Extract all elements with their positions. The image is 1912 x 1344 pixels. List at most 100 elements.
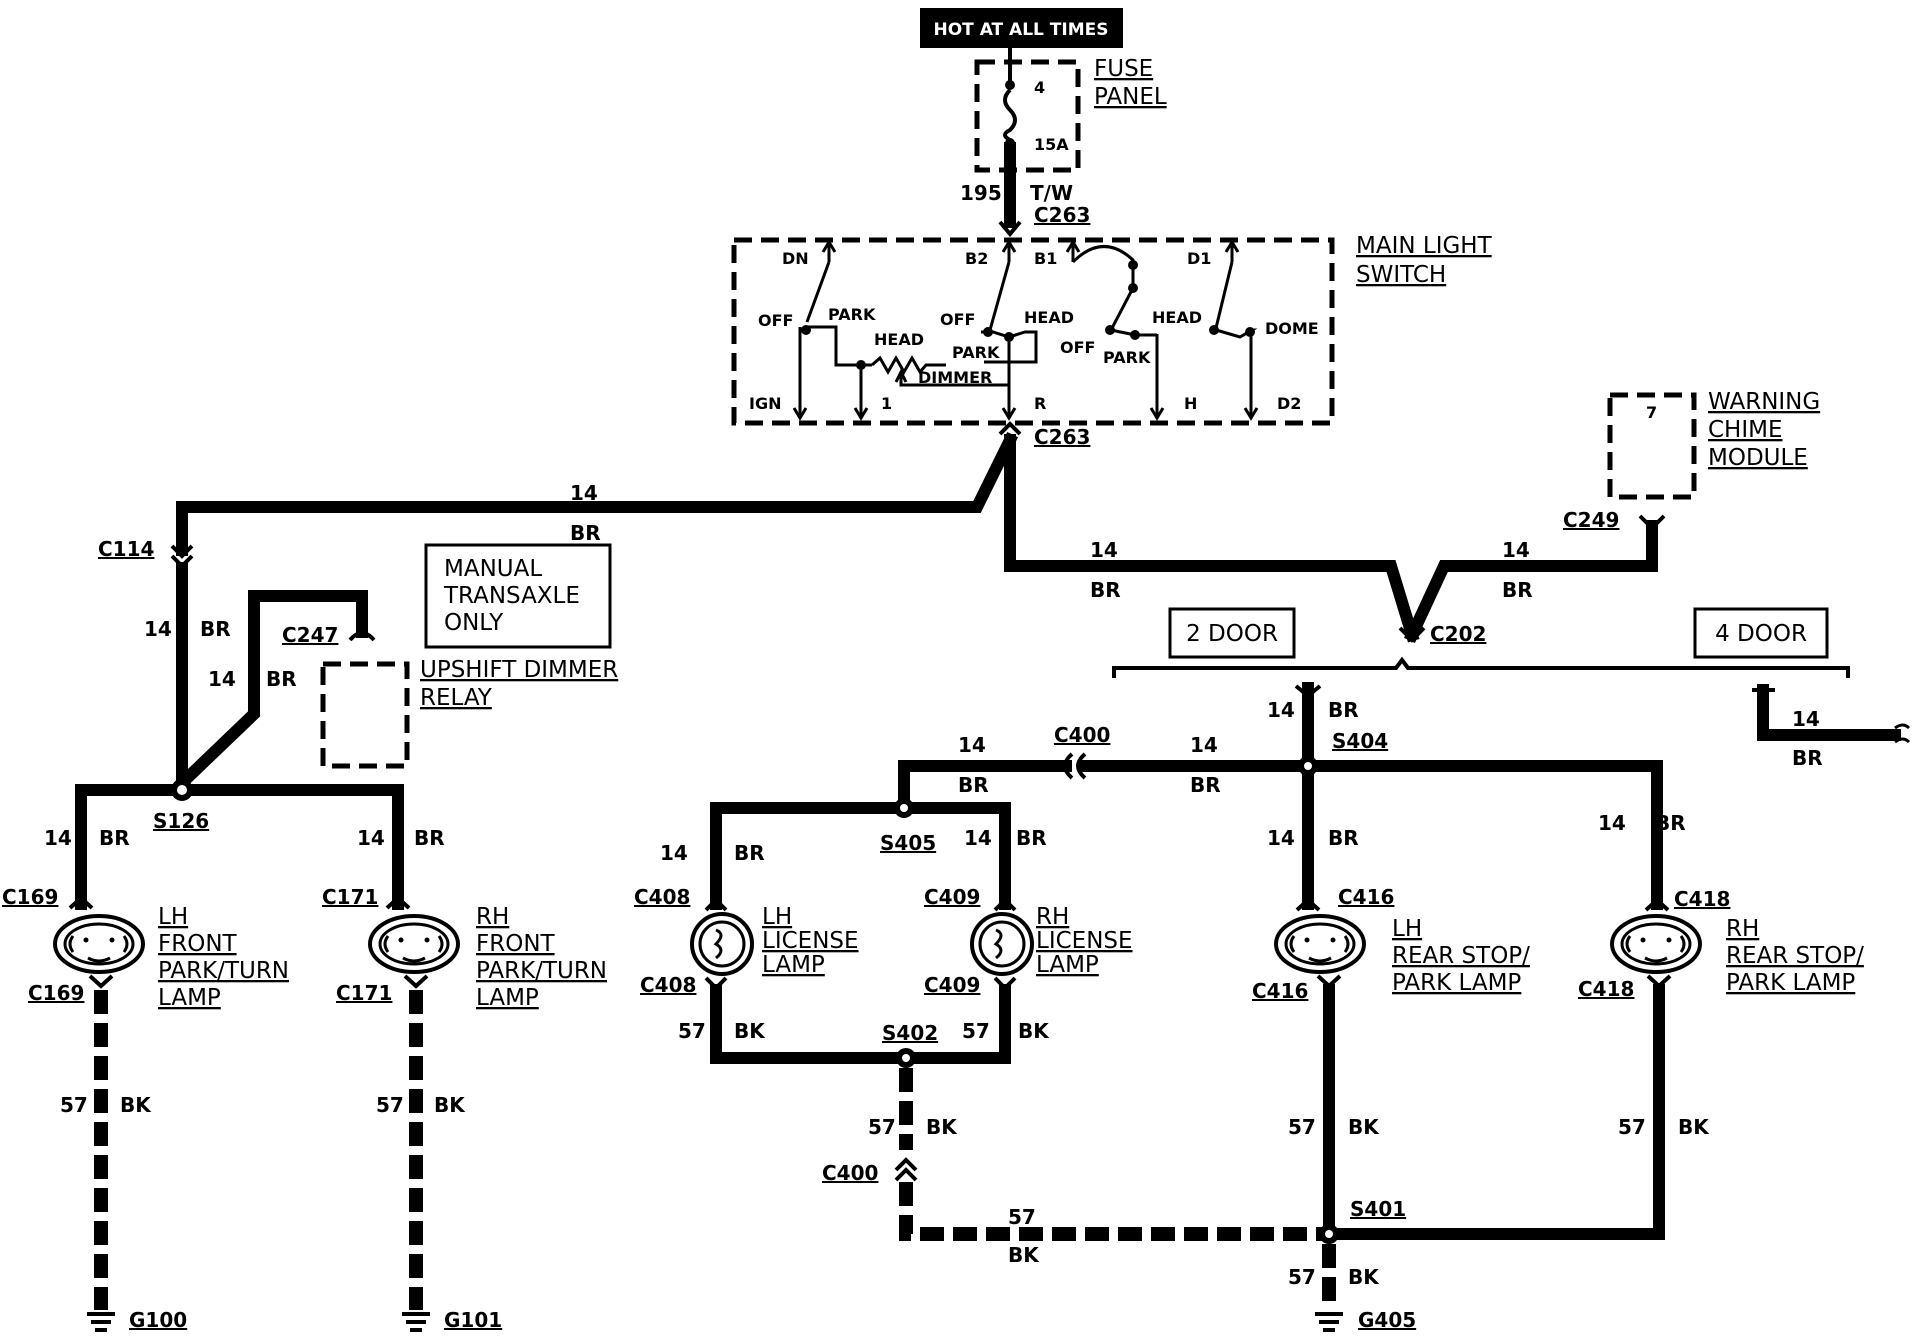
four-door-br-wire [1757, 684, 1901, 741]
wire-color-label: BK [1008, 1243, 1040, 1267]
s404-horizontal-wire [1079, 760, 1663, 910]
connector-c418-top-icon [1644, 897, 1670, 912]
ground-g101-icon [402, 1312, 430, 1332]
connector-label-c409-bottom: C409 [924, 973, 980, 997]
wire-color-label: BR [1792, 746, 1823, 770]
lamp-label: LAMP [158, 985, 221, 1011]
connector-label-c400-lower: C400 [822, 1161, 878, 1185]
connector-label-c171-bottom: C171 [336, 981, 392, 1005]
manual-transaxle-box [424, 543, 612, 649]
connector-c171-top-icon [385, 895, 411, 910]
terminal-label: IGN [749, 394, 781, 413]
connector-label-c400: C400 [1054, 723, 1110, 747]
connector-label-c416-bottom: C416 [1252, 979, 1308, 1003]
wire-gauge-label: 57 [1288, 1265, 1316, 1289]
two-door-stub-icon [1294, 684, 1322, 699]
connector-label-c114: C114 [98, 537, 154, 561]
wire-color-label: BK [1018, 1019, 1050, 1043]
fuse-number: 4 [1034, 78, 1045, 97]
connector-label-c408: C408 [634, 885, 690, 909]
switch-position-label: OFF [940, 310, 975, 329]
lamp-label: PARK/TURN [476, 958, 607, 984]
wire-gauge-label: 14 [357, 826, 385, 850]
lh-license-lamp-icon [690, 912, 754, 976]
wire-color-label: BR [734, 841, 765, 865]
main-light-switch-label-2: SWITCH [1356, 262, 1446, 288]
terminal-label: B1 [1034, 249, 1057, 268]
lamp-label: RH [1726, 916, 1759, 942]
hot-at-all-times-box [920, 8, 1123, 48]
terminal-label: DN [782, 249, 809, 268]
fuse-panel-box [974, 59, 1081, 173]
wire-color-label: BR [414, 826, 445, 850]
two-door-label: 2 DOOR [1186, 621, 1278, 647]
rh-rear-stop-lamp-icon [1610, 914, 1702, 974]
main-light-switch-box [731, 237, 1335, 426]
connector-label-c202: C202 [1430, 622, 1486, 646]
lamp-label: FRONT [476, 931, 556, 957]
connector-label-c409: C409 [924, 885, 980, 909]
c400-to-s401-wire [899, 1182, 1328, 1241]
chime-br-wire [1404, 520, 1658, 643]
lamp-label: LICENSE [762, 928, 859, 954]
wire-gauge-label: 195 [960, 181, 1002, 205]
wire-gauge-label: 14 [1598, 811, 1626, 835]
wire-color-label: BR [1328, 826, 1359, 850]
wire-gauge-label: 14 [44, 826, 72, 850]
chime-pin-label: 7 [1646, 403, 1657, 422]
door-option-bracket [1112, 656, 1850, 678]
switch-position-label: OFF [758, 311, 793, 330]
connector-c263-top-icon [998, 220, 1022, 238]
wire-gauge-label: 57 [1618, 1115, 1646, 1139]
wire-gauge-label: 14 [1267, 698, 1295, 722]
wire-color-label: BK [434, 1093, 466, 1117]
wire-gauge-label: 57 [1288, 1115, 1316, 1139]
lamp-label: LH [762, 904, 792, 930]
s402-license-bk-wires [710, 984, 1011, 1064]
ground-label-g100: G100 [129, 1308, 187, 1332]
wire-gauge-label: 14 [144, 617, 172, 641]
rh-front-lamp-icon [368, 914, 460, 974]
fuse-panel-label-2: PANEL [1094, 84, 1167, 110]
lamp-label: RH [476, 904, 509, 930]
splice-label-s405: S405 [880, 831, 936, 855]
s126-splice-wires [75, 784, 404, 910]
connector-c171-bottom-icon [403, 974, 429, 989]
ground-g100-icon [87, 1312, 115, 1332]
connector-c408-top-icon [704, 897, 728, 912]
hot-at-all-times-label: HOT AT ALL TIMES [934, 20, 1109, 40]
upshift-dimmer-relay-box [320, 661, 410, 769]
rh-license-lamp-icon [970, 912, 1034, 976]
wire-color-label: BK [1678, 1115, 1710, 1139]
wire-color-label: BK [734, 1019, 766, 1043]
manual-transaxle-label-2: TRANSAXLE [443, 583, 580, 609]
connector-label-c408-bottom: C408 [640, 973, 696, 997]
wire-color-label: BR [1190, 773, 1221, 797]
switch-position-label: HEAD [1152, 308, 1202, 327]
wire-color-label: BR [99, 826, 130, 850]
fuse-terminal [1005, 80, 1015, 90]
wire-break-icon [1894, 723, 1911, 744]
terminal-label: H [1184, 394, 1197, 413]
switch-position-label: PARK [1103, 348, 1151, 367]
wire-color-label: BR [1328, 698, 1359, 722]
ground-label-g101: G101 [444, 1308, 502, 1332]
splice-label-s401: S401 [1350, 1197, 1406, 1221]
s405-license-wires [710, 802, 1011, 910]
main-light-switch-label: MAIN LIGHT [1356, 233, 1493, 259]
connector-c202-icon [1398, 626, 1426, 643]
wire-color-label: BR [1016, 826, 1047, 850]
connector-label-c416: C416 [1338, 885, 1394, 909]
wire-color-label: BR [570, 521, 601, 545]
wire-gauge-label: 14 [660, 841, 688, 865]
connector-c263-bottom-icon [998, 421, 1022, 436]
four-door-label: 4 DOOR [1715, 621, 1807, 647]
connector-label-c263-bottom: C263 [1034, 425, 1090, 449]
connector-c400-lower-icon [894, 1157, 918, 1182]
wire-color-label: BR [200, 617, 231, 641]
wire-gauge-label: 14 [1792, 707, 1820, 731]
lamp-label: LAMP [476, 985, 539, 1011]
br-feed-right [1004, 434, 1420, 643]
wire-gauge-label: 14 [1267, 826, 1295, 850]
fuse-rating: 15A [1034, 135, 1069, 154]
